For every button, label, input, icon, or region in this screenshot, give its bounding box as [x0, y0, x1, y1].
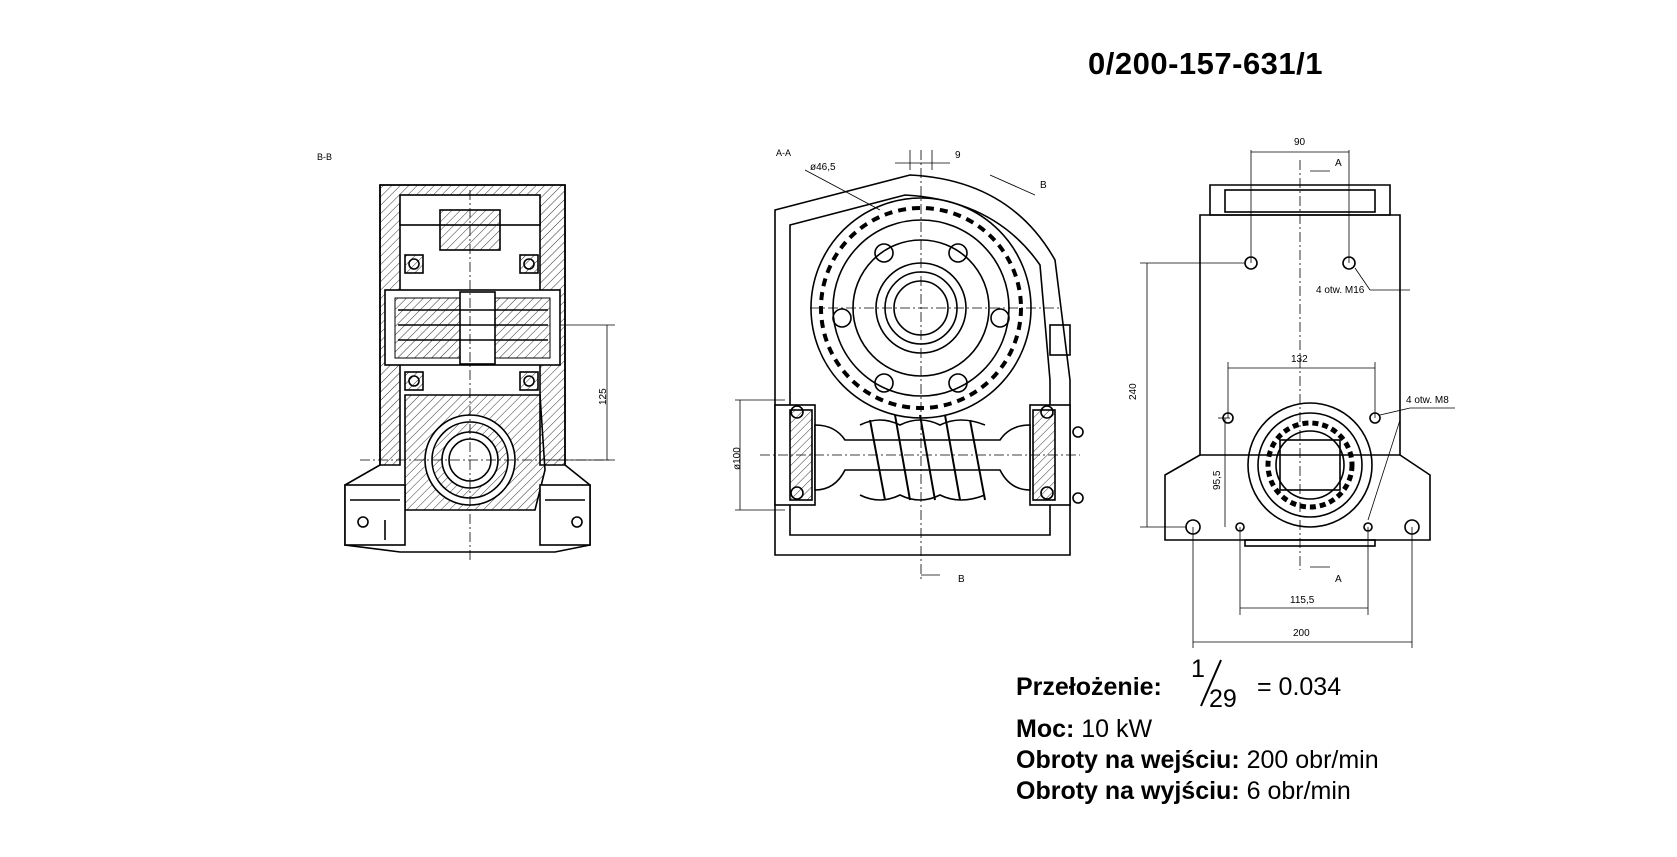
power-value: 10 kW [1081, 715, 1153, 743]
spec-output-speed: Obroty na wyjściu: 6 obr/min [1016, 777, 1351, 806]
input-speed-value: 200 obr/min [1246, 746, 1379, 774]
dim-phi100: ø100 [732, 447, 743, 470]
view-label-bb: B-B [317, 152, 333, 162]
section-mark-a-top: A [1335, 158, 1342, 169]
view-bb-section [344, 184, 591, 553]
dim-90: 90 [1294, 137, 1306, 148]
dim-125: 125 [598, 388, 609, 405]
view-front-dim-lines [1140, 150, 1455, 648]
drawing-number: 0/200-157-631/1 [1088, 46, 1324, 81]
ratio-value: = 0.034 [1257, 673, 1342, 701]
ratio-label: Przełożenie: [1016, 673, 1162, 701]
input-speed-label: Obroty na wejściu: [1016, 746, 1240, 774]
view-aa-dim-lines [735, 150, 1080, 580]
dim-9: 9 [955, 150, 961, 161]
dim-m8: 4 otw. M8 [1406, 395, 1449, 406]
dim-phi46: ø46,5 [810, 162, 836, 173]
ratio-denominator: 29 [1209, 685, 1237, 713]
view-bb-dim-lines [360, 190, 615, 560]
view-front [1164, 184, 1431, 547]
ratio-slash [1200, 659, 1222, 707]
dim-95-5: 95,5 [1212, 470, 1223, 490]
section-mark-b-bottom: B [958, 574, 965, 585]
dim-115-5: 115,5 [1290, 595, 1315, 606]
section-mark-a-bottom: A [1335, 574, 1342, 585]
output-speed-value: 6 obr/min [1246, 777, 1351, 805]
ratio-numerator: 1 [1191, 655, 1205, 683]
spec-input-speed: Obroty na wejściu: 200 obr/min [1016, 746, 1379, 775]
spec-power: Moc: 10 kW [1016, 715, 1152, 744]
dim-132: 132 [1291, 354, 1308, 365]
spec-ratio: Przełożenie: [1016, 673, 1162, 702]
view-aa-section [774, 174, 1084, 556]
dim-240: 240 [1128, 383, 1139, 400]
view-label-aa: A-A [776, 148, 792, 158]
output-speed-label: Obroty na wyjściu: [1016, 777, 1240, 805]
power-label: Moc: [1016, 715, 1075, 743]
dim-200: 200 [1293, 628, 1310, 639]
section-mark-b-top: B [1040, 180, 1047, 191]
dim-m16: 4 otw. M16 [1316, 285, 1365, 296]
